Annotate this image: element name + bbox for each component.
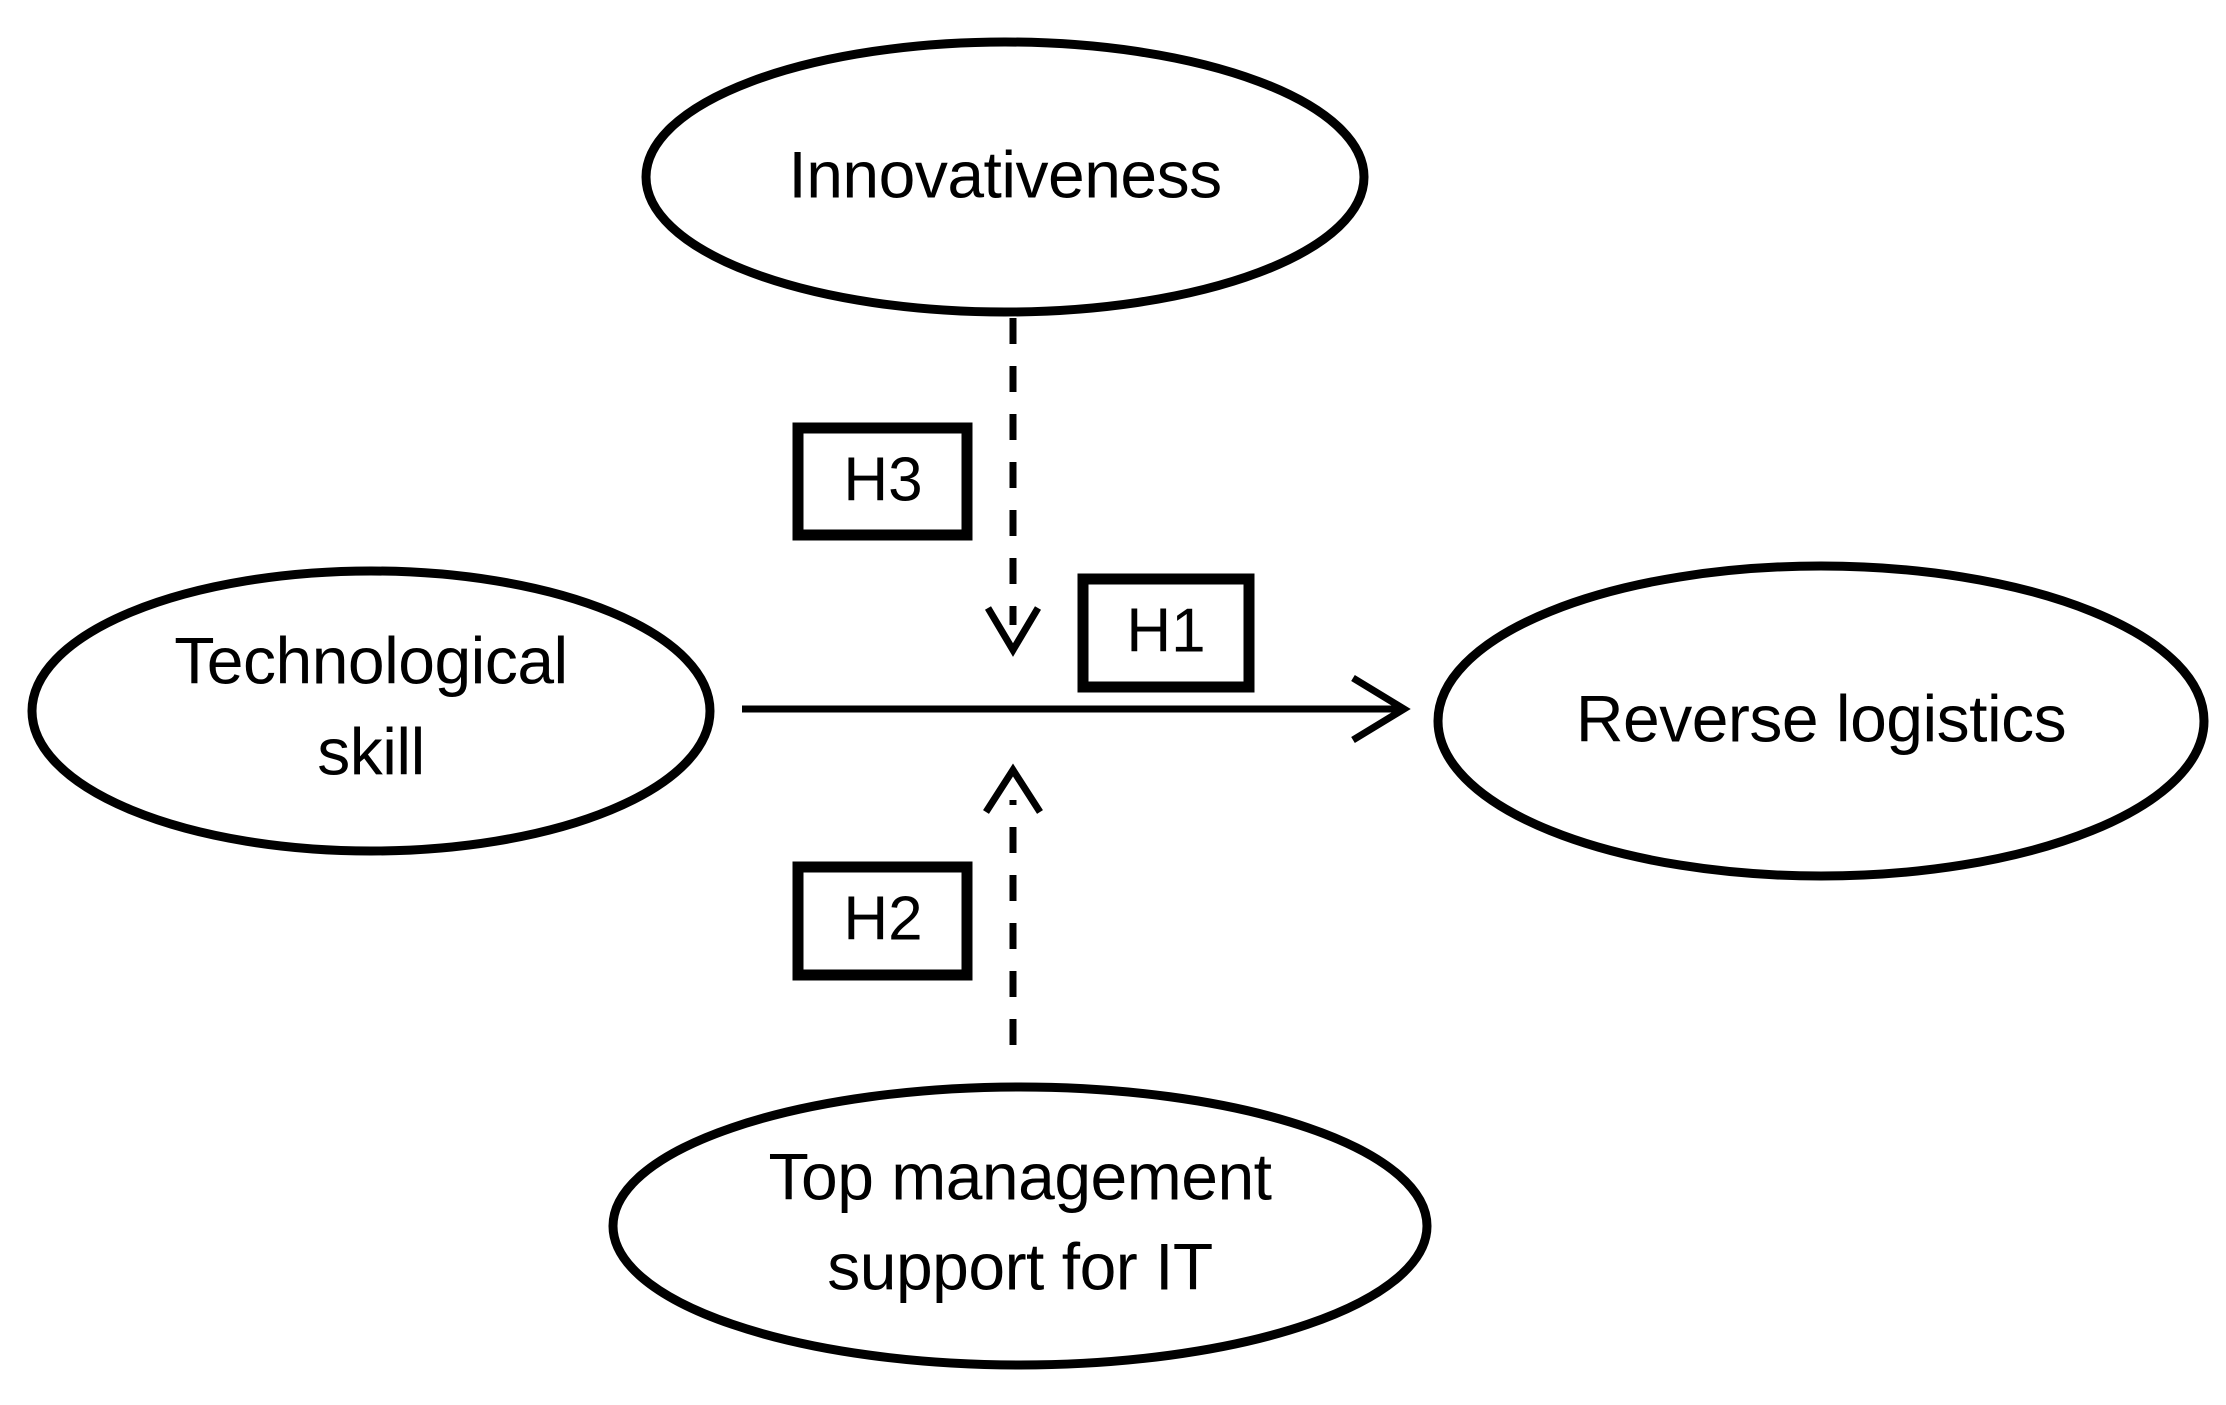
reverse-logistics-label: Reverse logistics — [1576, 681, 2066, 755]
top-management-support-label-line-2: support for IT — [827, 1229, 1213, 1303]
h2-box-shape — [792, 861, 973, 981]
h3-box-shape — [792, 422, 973, 541]
innovativeness-ellipse-shape — [641, 37, 1369, 317]
h3-arrow-head-icon — [984, 606, 1042, 657]
node-technological-skill[interactable]: Technological skill — [27, 566, 715, 856]
hypothesis-box-h3[interactable]: H3 — [792, 422, 973, 541]
technological-skill-ellipse-shape — [27, 566, 715, 856]
hypothesis-box-h1[interactable]: H1 — [1077, 573, 1255, 693]
h2-label: H2 — [843, 884, 922, 953]
h1-box-shape — [1077, 573, 1255, 693]
node-innovativeness[interactable]: Innovativeness — [641, 37, 1369, 317]
technological-skill-label-line-2: skill — [317, 714, 425, 788]
h1-arrow-head-icon — [1351, 675, 1411, 743]
node-reverse-logistics[interactable]: Reverse logistics — [1433, 561, 2209, 881]
top-management-support-label-line-1: Top management — [769, 1139, 1272, 1213]
innovativeness-label: Innovativeness — [788, 137, 1221, 211]
link-h3-innovativeness-to-h1-path — [984, 318, 1042, 657]
reverse-logistics-ellipse-shape — [1433, 561, 2209, 881]
h2-arrow-head-icon — [983, 763, 1043, 814]
h1-label: H1 — [1126, 596, 1205, 665]
technological-skill-label-line-1: Technological — [174, 623, 567, 697]
link-h1-technological-skill-to-reverse-logistics — [742, 675, 1411, 743]
top-management-support-ellipse-shape — [608, 1082, 1432, 1370]
node-top-management-support-for-it[interactable]: Top management support for IT — [608, 1082, 1432, 1370]
h3-label: H3 — [843, 445, 922, 514]
hypothesis-box-h2[interactable]: H2 — [792, 861, 973, 981]
link-h2-top-management-support-to-h1-path — [983, 763, 1043, 1045]
